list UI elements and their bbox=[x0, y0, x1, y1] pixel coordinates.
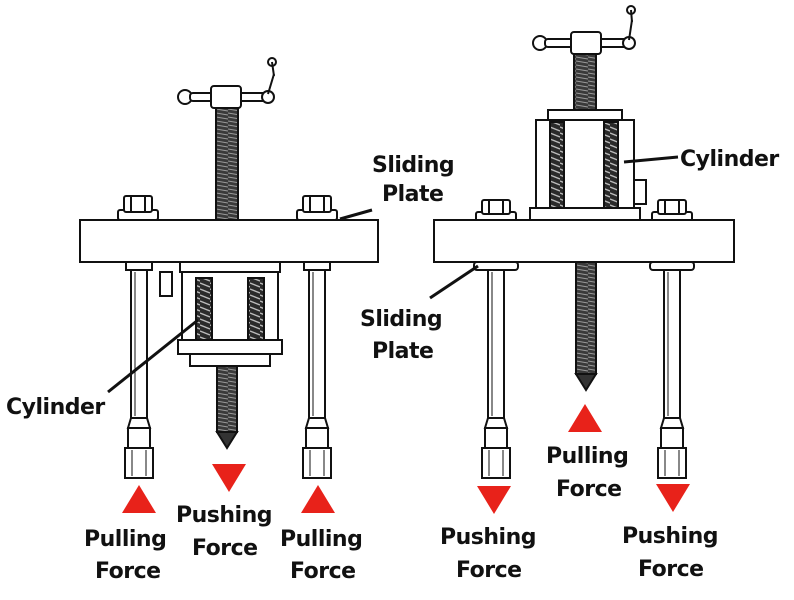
left-down-arrow-center bbox=[212, 464, 246, 492]
right-puller bbox=[433, 5, 735, 479]
left-leg-right bbox=[302, 261, 332, 479]
right-force-center-1: Pulling bbox=[546, 444, 628, 469]
left-sliding-plate bbox=[79, 219, 379, 263]
right-plate-nut-left bbox=[475, 199, 517, 223]
right-leg-left bbox=[473, 261, 519, 479]
right-down-arrow-left bbox=[477, 486, 511, 514]
left-cylinder-leader bbox=[107, 318, 199, 394]
left-sliding-plate-label-2: Plate bbox=[382, 182, 443, 207]
left-force-right-2: Force bbox=[290, 559, 356, 584]
right-cylinder-leader bbox=[623, 155, 679, 164]
right-sliding-plate-label-2: Plate bbox=[372, 339, 433, 364]
right-force-left-1: Pushing bbox=[440, 525, 536, 550]
right-sliding-plate-label-1: Sliding bbox=[360, 307, 442, 332]
left-cylinder-label: Cylinder bbox=[6, 395, 105, 420]
left-plate-nut-right bbox=[296, 195, 338, 221]
right-cylinder bbox=[529, 109, 647, 221]
left-t-handle bbox=[177, 57, 277, 109]
right-plate-nut-right bbox=[651, 199, 693, 223]
right-screw-top bbox=[573, 53, 597, 117]
left-force-right-1: Pulling bbox=[280, 527, 362, 552]
right-sliding-plate bbox=[433, 219, 735, 263]
left-force-center-1: Pushing bbox=[176, 503, 272, 528]
left-force-center-2: Force bbox=[192, 536, 258, 561]
right-t-handle bbox=[532, 5, 636, 55]
left-puller bbox=[79, 57, 379, 479]
right-lower-screw bbox=[575, 261, 597, 375]
left-screw bbox=[215, 107, 239, 221]
right-force-left-2: Force bbox=[456, 558, 522, 583]
left-lower-screw bbox=[216, 365, 238, 433]
left-up-arrow-right bbox=[301, 485, 335, 513]
left-up-arrow-left bbox=[122, 485, 156, 513]
right-leg-right bbox=[649, 261, 695, 479]
left-force-left-1: Pulling bbox=[84, 527, 166, 552]
right-up-arrow-center bbox=[568, 404, 602, 432]
left-sliding-plate-label-1: Sliding bbox=[372, 153, 454, 178]
left-leg-left bbox=[124, 261, 154, 479]
right-force-center-2: Force bbox=[556, 477, 622, 502]
left-plate-nut-left bbox=[117, 195, 159, 221]
right-force-right-2: Force bbox=[638, 557, 704, 582]
right-plate-leader bbox=[429, 264, 479, 300]
right-down-arrow-right bbox=[656, 484, 690, 512]
left-cylinder bbox=[159, 261, 283, 367]
left-plate-leader bbox=[339, 208, 373, 221]
right-force-right-1: Pushing bbox=[622, 524, 718, 549]
left-force-left-2: Force bbox=[95, 559, 161, 584]
right-cylinder-label: Cylinder bbox=[680, 147, 779, 172]
